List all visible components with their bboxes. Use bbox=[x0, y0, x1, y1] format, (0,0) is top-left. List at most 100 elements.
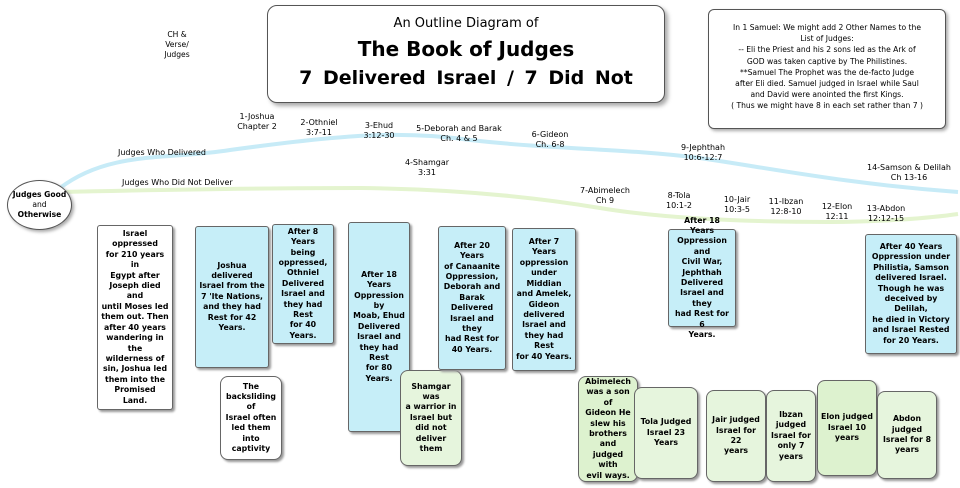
box-line: Israel from the bbox=[199, 281, 265, 291]
box-line: being bbox=[290, 247, 316, 257]
box-line: After 18 Years bbox=[684, 215, 720, 235]
box-line: Though he was bbox=[877, 283, 945, 293]
box-line: judged bbox=[775, 420, 807, 430]
box-line: Israel often bbox=[225, 412, 277, 422]
box-line: After 40 Years bbox=[879, 241, 943, 251]
box-line: Years. bbox=[688, 330, 716, 340]
box-line: and they had bbox=[203, 302, 261, 312]
box-line: was a son of bbox=[586, 387, 630, 407]
box-line: delivered Israel. bbox=[875, 273, 947, 283]
box-line: Israel and bbox=[281, 289, 325, 299]
box-line: they had Rest bbox=[359, 342, 399, 363]
box-line: led them into bbox=[231, 423, 271, 443]
box-line: Barak Delivered bbox=[450, 292, 494, 313]
box-line: Elon judged bbox=[821, 412, 873, 422]
box-line: years bbox=[894, 445, 920, 455]
box-line: a warrior in bbox=[405, 402, 457, 412]
box-line: Delivered bbox=[680, 278, 724, 287]
box-line: had Rest for 6 bbox=[674, 309, 730, 329]
box-line: Joseph died and bbox=[109, 281, 161, 301]
box-line: Joshua delivered bbox=[211, 260, 253, 280]
box-line: wilderness of bbox=[105, 353, 165, 363]
box-line: under Middian bbox=[526, 268, 562, 288]
box-line: Oppression, bbox=[445, 271, 499, 281]
box-line: after 40 years bbox=[104, 322, 166, 332]
box-line: Philistia, Samson bbox=[873, 262, 949, 272]
box-line: deliver them bbox=[415, 433, 447, 454]
box-line: After 20 Years bbox=[454, 240, 490, 261]
box-line: Israel and they bbox=[450, 313, 494, 334]
box-line: Oppression under bbox=[871, 252, 951, 262]
box-line: The bbox=[242, 381, 260, 391]
box-line: for 40 Years. bbox=[516, 351, 572, 361]
box-line: Abimelech bbox=[585, 376, 631, 386]
box-line: Jephthah bbox=[682, 267, 722, 277]
box-line: brothers and bbox=[589, 429, 627, 449]
box-line: Israel 10 bbox=[827, 422, 867, 432]
box-line: Shamgar was bbox=[411, 381, 451, 401]
box-line: Israel for 22 bbox=[716, 425, 756, 445]
box-line: Israel and bbox=[522, 320, 566, 330]
box-line: Gideon bbox=[528, 299, 560, 309]
samuel-note: In 1 Samuel: We might add 2 Other Names … bbox=[708, 9, 946, 129]
corner-label: CH &Verse/Judges bbox=[164, 30, 190, 59]
box-line: Oppression by bbox=[354, 290, 404, 310]
box-line: oppressed, bbox=[278, 257, 328, 267]
box-line: oppression bbox=[519, 257, 569, 267]
box-line: years bbox=[834, 433, 860, 443]
box-line: them into the bbox=[105, 374, 165, 384]
box-line: 7 'Ite Nations, bbox=[201, 291, 263, 301]
box-line: Israel oppressed bbox=[112, 229, 158, 249]
box-line: backsliding of bbox=[225, 391, 277, 412]
box-line: Israel and they bbox=[680, 288, 724, 308]
box-line: they had Rest bbox=[283, 299, 323, 320]
branch-not-delivered-label: Judges Who Did Not Deliver bbox=[122, 178, 233, 187]
box-line: them out. Then bbox=[101, 312, 169, 322]
box-line: years bbox=[723, 446, 749, 456]
title-line2: The Book of Judges bbox=[357, 37, 575, 61]
box-line: Delivered bbox=[281, 278, 325, 288]
box-line: Ibzan bbox=[779, 409, 803, 419]
title-box: An Outline Diagram of The Book of Judges… bbox=[267, 5, 665, 103]
box-line: captivity bbox=[231, 444, 271, 454]
box-line: Oppression and bbox=[677, 236, 727, 256]
box-line: only 7 bbox=[777, 441, 805, 451]
branch-delivered-label: Judges Who Delivered bbox=[118, 148, 206, 157]
box-line: judged with bbox=[592, 449, 624, 470]
box-line: After 7 Years bbox=[528, 237, 560, 257]
box-line: had Rest for bbox=[444, 334, 500, 344]
box-line: he died in Victory bbox=[872, 314, 950, 324]
box-line: of Canaanite bbox=[444, 261, 500, 271]
box-line: Delivered bbox=[357, 321, 401, 331]
box-line: did not bbox=[415, 423, 447, 433]
box-line: Deborah and bbox=[443, 282, 501, 292]
box-line: judged bbox=[891, 424, 923, 434]
title-line3: 7 Delivered Israel / 7 Did Not bbox=[299, 67, 633, 89]
box-line: evil ways. bbox=[586, 470, 630, 480]
